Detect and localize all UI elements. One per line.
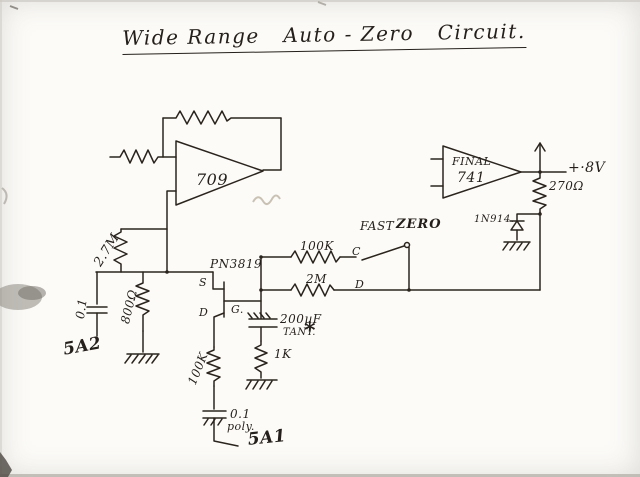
label-zero: ZERO bbox=[396, 217, 442, 232]
label-testpoint-5a1: 5A1 bbox=[246, 426, 288, 450]
resistor-1k bbox=[254, 340, 268, 379]
ground-symbol-3 bbox=[502, 241, 531, 251]
resistor-100k-upper bbox=[290, 250, 341, 264]
label-jfet-source: S bbox=[199, 276, 208, 289]
label-resistor-270: 270Ω bbox=[549, 179, 584, 193]
opamp-741-label-741: 741 bbox=[457, 170, 486, 186]
junction-dots bbox=[165, 170, 542, 292]
label-tant: TANT. bbox=[283, 327, 316, 338]
label-jfet-drain: D bbox=[199, 306, 209, 319]
feedback-resistor bbox=[162, 110, 282, 125]
label-capacitor-200uf: 200µF bbox=[280, 312, 322, 326]
resistor-2m bbox=[290, 283, 335, 297]
drain-network bbox=[202, 346, 239, 447]
label-switch-contact-d: D bbox=[355, 278, 365, 291]
label-resistor-2m: 2M bbox=[306, 272, 327, 286]
input-resistor bbox=[109, 149, 177, 164]
gate-network bbox=[245, 211, 541, 390]
resistor-270 bbox=[532, 171, 547, 215]
ground-symbol-2 bbox=[245, 379, 278, 390]
label-capacitor-0.1-left: 0.1 bbox=[73, 297, 90, 320]
label-jfet-gate: G. bbox=[231, 303, 244, 316]
label-resistor-1k: 1K bbox=[274, 347, 292, 361]
up-arrow bbox=[534, 142, 546, 173]
ground-symbol-1 bbox=[124, 353, 160, 364]
opamp-709-label: 709 bbox=[196, 170, 229, 189]
label-capacitor-0.1-lower: 0.1 bbox=[230, 407, 251, 421]
resistor-100k-lower bbox=[206, 346, 221, 387]
pencil-scribble bbox=[252, 194, 281, 205]
label-resistor-100k-upper: 100K bbox=[300, 239, 334, 253]
capacitor-0.1-left bbox=[86, 271, 108, 337]
zero-switch bbox=[361, 241, 411, 291]
opamp-741-label-final: FINAL bbox=[452, 155, 492, 168]
resistor-800 bbox=[135, 271, 150, 332]
opamp-741-symbol bbox=[430, 142, 567, 251]
input-network bbox=[86, 228, 214, 364]
label-supply-voltage: +·8V bbox=[568, 160, 606, 176]
label-fast: FAST bbox=[360, 219, 395, 233]
label-poly: poly. bbox=[227, 420, 255, 433]
diode-1n914-symbol bbox=[509, 213, 541, 241]
label-jfet-part: PN3819 bbox=[210, 257, 263, 271]
resistor-2.7m bbox=[113, 228, 128, 273]
jfet-pn3819-symbol bbox=[212, 271, 262, 348]
opamp-709-symbol bbox=[109, 110, 282, 273]
label-diode-1n914: 1N914. bbox=[474, 214, 515, 225]
label-switch-contact-c: C bbox=[352, 245, 361, 258]
ink-smudge bbox=[0, 284, 46, 310]
label-asterisk: * bbox=[304, 318, 317, 344]
capacitor-200uf bbox=[247, 312, 278, 342]
